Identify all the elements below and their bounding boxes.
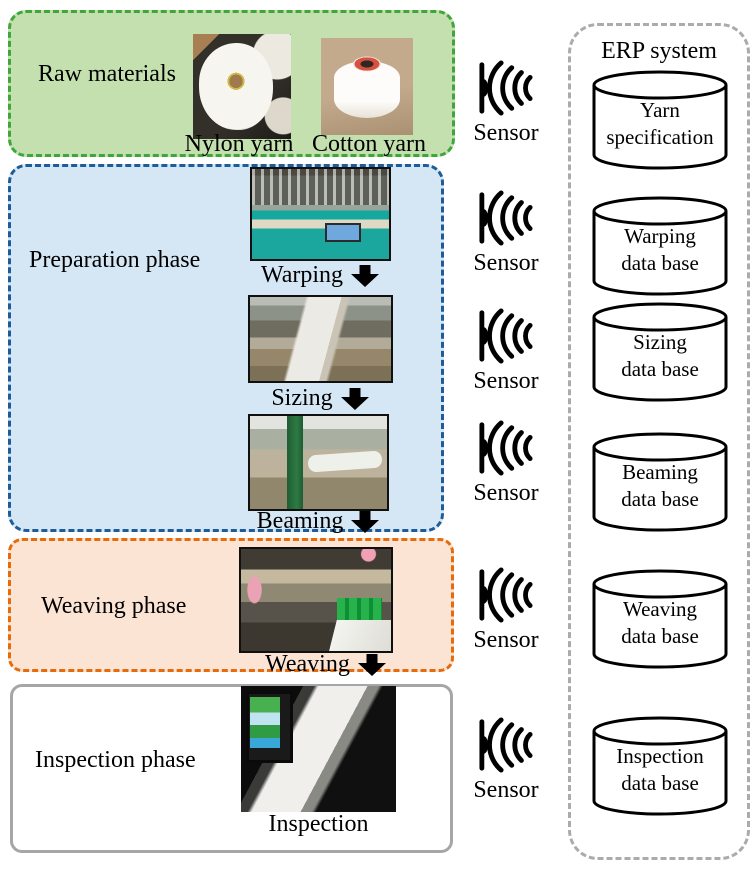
database-cylinder-icon: [592, 569, 728, 669]
beaming-caption: Beaming: [256, 508, 344, 534]
database-label: Weaving data base: [621, 597, 699, 648]
erp-system-title: ERP system: [601, 38, 717, 64]
arrow-down-icon: [351, 264, 380, 287]
nylon-yarn-photo: [193, 34, 291, 139]
database-label: Yarn specification: [606, 98, 714, 149]
sensor-weaving: Sensor: [460, 567, 552, 654]
database-cylinder-icon: [592, 70, 728, 170]
yarn-specification-database: Yarn specification: [590, 70, 730, 172]
sensor-warping: Sensor: [460, 190, 552, 277]
weaving-phase-box: Weaving phase Weaving: [8, 538, 454, 677]
sensor-icon: [479, 420, 533, 476]
cotton-yarn-photo: [321, 38, 413, 135]
sizing-caption: Sizing: [271, 385, 333, 411]
arrow-down-icon: [340, 387, 369, 410]
sensor-icon: [479, 60, 533, 116]
database-cylinder-icon: [592, 716, 728, 816]
sensor-icon: [479, 190, 533, 246]
beaming-database: Beaming data base: [590, 432, 730, 534]
sensor-icon: [479, 308, 533, 364]
warping-photo: [250, 167, 391, 261]
arrow-down-icon: [357, 653, 386, 676]
database-cylinder-icon: [592, 432, 728, 532]
sensor-label: Sensor: [473, 120, 539, 146]
sensor-beaming: Sensor: [460, 420, 552, 507]
sizing-database: Sizing data base: [590, 302, 730, 404]
preparation-phase-label: Preparation phase: [29, 247, 201, 273]
sensor-label: Sensor: [473, 480, 539, 506]
database-label: Warping data base: [621, 224, 699, 275]
database-cylinder-icon: [592, 196, 728, 296]
cotton-yarn-caption: Cotton yarn: [312, 131, 426, 157]
database-cylinder-icon: [592, 302, 728, 402]
sensor-inspection: Sensor: [460, 717, 552, 804]
sensor-label: Sensor: [473, 777, 539, 803]
warping-database: Warping data base: [590, 196, 730, 298]
sizing-photo: [248, 295, 393, 383]
raw-materials-box: Raw materials Nylon yarn Cotton yarn: [8, 10, 455, 157]
sensor-raw-materials: Sensor: [460, 60, 552, 147]
inspection-database: Inspection data base: [590, 716, 730, 818]
nylon-yarn-caption: Nylon yarn: [184, 131, 294, 157]
sensor-label: Sensor: [473, 250, 539, 276]
sensor-sizing: Sensor: [460, 308, 552, 395]
sensor-icon: [479, 567, 533, 623]
inspection-phase-label: Inspection phase: [35, 747, 196, 773]
erp-system-panel: ERP system Yarn specification Warping da…: [568, 23, 750, 860]
database-label: Inspection data base: [616, 744, 704, 795]
warping-caption: Warping: [260, 262, 344, 288]
database-label: Sizing data base: [621, 330, 699, 381]
sensor-label: Sensor: [473, 368, 539, 394]
raw-materials-label: Raw materials: [38, 61, 176, 87]
sensor-label: Sensor: [473, 627, 539, 653]
inspection-phase-box: Inspection phase Inspection: [10, 684, 453, 853]
preparation-phase-box: Preparation phase Warping Sizing Beaming: [8, 164, 444, 534]
inspection-photo: [241, 686, 396, 812]
weaving-caption: Weaving: [265, 651, 350, 677]
inspection-caption: Inspection: [268, 811, 369, 837]
weaving-phase-label: Weaving phase: [41, 593, 187, 619]
weaving-photo: [239, 547, 393, 653]
arrow-down-icon: [351, 510, 380, 533]
sensor-icon: [479, 717, 533, 773]
beaming-photo: [248, 414, 389, 511]
weaving-database: Weaving data base: [590, 569, 730, 671]
database-label: Beaming data base: [621, 460, 699, 511]
